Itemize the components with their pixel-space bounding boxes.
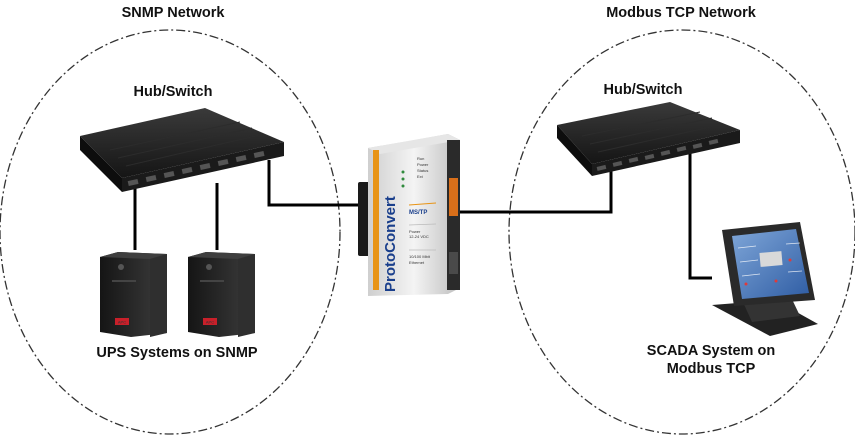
- left-hub-switch: [80, 108, 284, 192]
- gateway-power-label: Power: [409, 229, 421, 234]
- scada-label-line2: Modbus TCP: [667, 361, 756, 377]
- scada-tablet: [712, 222, 818, 336]
- ups-systems-label: UPS Systems on SNMP: [96, 345, 257, 361]
- ups-badge-2: APC: [206, 320, 214, 325]
- gateway-ethernet-label: Ethernet: [409, 260, 425, 265]
- gateway-model: MS/TP: [409, 210, 427, 216]
- ups-unit-2: APC: [188, 252, 255, 337]
- ups-badge-1: APC: [118, 320, 126, 325]
- gateway-indicator-run: Run: [417, 156, 424, 161]
- cable-switch-to-gateway: [267, 160, 366, 207]
- right-hub-switch: [557, 102, 740, 176]
- cable-gateway-to-switch: [460, 170, 613, 214]
- snmp-network-title: SNMP Network: [122, 5, 226, 21]
- modbus-network-title: Modbus TCP Network: [606, 5, 757, 21]
- connection-lines: [133, 150, 712, 280]
- snmp-network-boundary: [0, 29, 341, 435]
- gateway-indicator-ext: Ext: [417, 174, 424, 179]
- gateway-indicator-status: Status: [417, 168, 428, 173]
- gateway-ethernet-speed: 10/100 Mbit: [409, 254, 431, 259]
- left-switch-label: Hub/Switch: [134, 84, 213, 100]
- right-switch-label: Hub/Switch: [604, 82, 683, 98]
- gateway-brand: ProtoConvert: [382, 196, 399, 292]
- modbus-network-boundary: [508, 29, 855, 435]
- scada-label-line1: SCADA System on: [647, 343, 775, 359]
- ups-unit-1: APC: [100, 252, 167, 337]
- gateway-power-spec: 12-24 VDC: [409, 234, 429, 239]
- protoconvert-gateway: ProtoConvert Run Power Status Ext MS/TP …: [358, 134, 460, 296]
- gateway-indicator-power: Power: [417, 162, 429, 167]
- cable-switch-to-scada: [688, 150, 712, 280]
